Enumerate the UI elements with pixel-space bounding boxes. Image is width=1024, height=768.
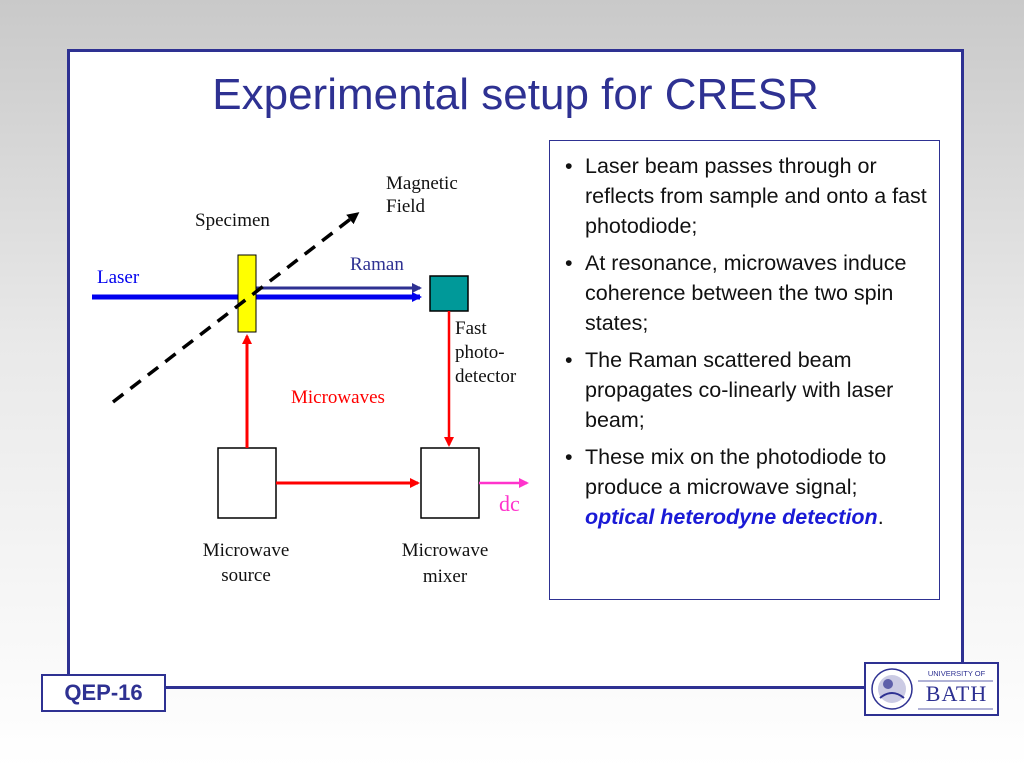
logo-text-top: UNIVERSITY OF [927,669,986,678]
fast-photodetector [429,275,469,312]
label-dc: dc [499,491,520,516]
label-laser: Laser [97,267,140,288]
bullet-item: • These mix on the photodiode to produce … [560,442,929,532]
bullet-item: • The Raman scattered beam propagates co-… [560,345,929,435]
university-crest-icon [871,668,993,710]
label-microwave-mixer: Microwave mixer [401,540,489,587]
label-specimen: Specimen [195,210,270,231]
bullet-text: These mix on the photodiode to produce a… [585,445,887,499]
label-fast-photodetector: Fast photo- detector [455,318,517,387]
bullet-emphasis: optical heterodyne detection [585,505,878,529]
label-microwave-source: Microwave source [202,540,290,586]
slide-title: Experimental setup for CRESR [212,70,819,119]
label-raman: Raman [350,254,404,275]
bullet-tail: . [877,505,884,529]
notes-box: • Laser beam passes through or reflects f… [549,140,940,600]
bullet-dot-icon: • [565,348,573,372]
bullet-item: • At resonance, microwaves induce coheren… [560,248,929,338]
bullet-text: The Raman scattered beam propagates co-l… [585,348,894,432]
bullet-text: At resonance, microwaves induce coherenc… [585,251,907,335]
logo-text-bath: BATH [925,681,988,706]
university-logo: UNIVERSITY OF BATH [864,662,999,716]
bullet-text: Laser beam passes through or reflects fr… [585,154,927,238]
label-microwaves: Microwaves [291,387,385,408]
microwave-source-box [217,447,277,519]
microwave-mixer-box [420,447,480,519]
magnetic-field-arrow [111,212,360,404]
bullet-dot-icon: • [565,445,573,469]
slide-code-label: QEP-16 [41,674,166,712]
notes-list: • Laser beam passes through or reflects f… [560,151,929,532]
bullet-dot-icon: • [565,154,573,178]
label-magnetic-field: Magnetic Field [386,173,458,217]
bullet-item: • Laser beam passes through or reflects f… [560,151,929,241]
bullet-dot-icon: • [565,251,573,275]
